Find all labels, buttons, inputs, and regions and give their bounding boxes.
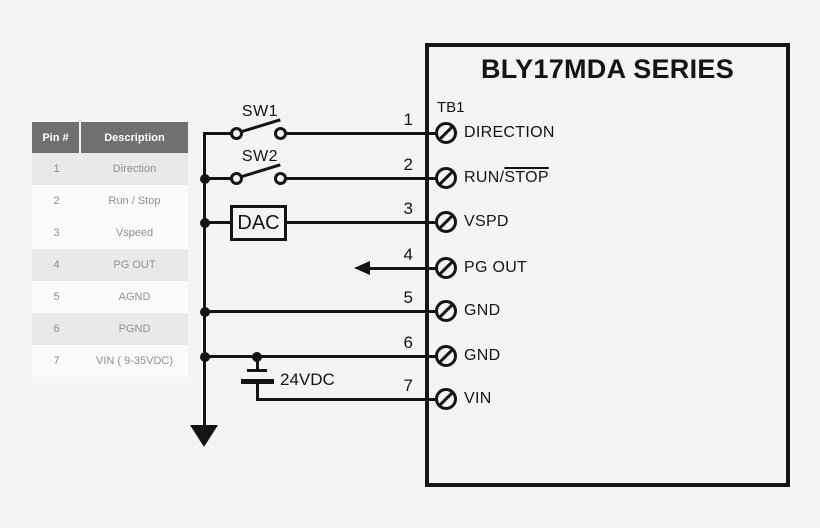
pin-table-header-pin: Pin # bbox=[32, 122, 79, 153]
terminal-screw-icon bbox=[435, 388, 457, 410]
pin-table-header: Pin # Description bbox=[32, 122, 188, 153]
sw1-right-contact-icon bbox=[274, 127, 287, 140]
wire-sw1-to-pin1 bbox=[286, 132, 437, 135]
table-cell-pin: 5 bbox=[53, 291, 60, 303]
table-row: 6 PGND bbox=[32, 313, 188, 345]
pin-number: 6 bbox=[403, 333, 413, 352]
battery-top-lead bbox=[256, 357, 259, 371]
table-row: 2 Run / Stop bbox=[32, 185, 188, 217]
terminal-label-text: VSPD bbox=[464, 213, 509, 230]
table-cell-desc: Vspeed bbox=[115, 227, 154, 239]
pin-number: 7 bbox=[403, 376, 413, 395]
terminal-screw-icon bbox=[435, 257, 457, 279]
junction-dot bbox=[200, 218, 210, 228]
terminal-screw-icon bbox=[435, 211, 457, 233]
table-row: 1 Direction bbox=[32, 153, 188, 185]
bus-wire bbox=[203, 132, 206, 428]
terminal-screw-icon bbox=[435, 300, 457, 322]
terminal-row: PG OUT bbox=[435, 257, 527, 279]
pin-number: 1 bbox=[403, 110, 413, 129]
table-cell-desc: Direction bbox=[112, 163, 157, 175]
terminal-row: VSPD bbox=[435, 211, 509, 233]
battery-icon bbox=[247, 369, 267, 372]
terminal-label: VIN bbox=[464, 390, 492, 408]
controller-box: BLY17MDA SERIES TB1 DIRECTION RUN/STOP V… bbox=[425, 43, 790, 487]
junction-dot bbox=[200, 307, 210, 317]
terminal-screw-icon bbox=[435, 167, 457, 189]
output-arrow-icon bbox=[354, 261, 370, 275]
pin-number: 4 bbox=[403, 245, 413, 264]
terminal-row: DIRECTION bbox=[435, 122, 555, 144]
table-row: 3 Vspeed bbox=[32, 217, 188, 249]
wire-sw2-to-pin2 bbox=[286, 177, 437, 180]
table-row: 7 VIN ( 9-35VDC) bbox=[32, 345, 188, 377]
wire-bus-to-sw1 bbox=[203, 132, 232, 135]
table-cell-desc: AGND bbox=[118, 291, 151, 303]
terminal-label-text: RUN/ bbox=[464, 169, 505, 186]
wire-bus-to-sw2 bbox=[203, 177, 232, 180]
terminal-label: PG OUT bbox=[464, 259, 527, 277]
device-title: BLY17MDA SERIES bbox=[480, 54, 735, 84]
terminal-row: RUN/STOP bbox=[435, 167, 549, 189]
pin-table-header-description: Description bbox=[81, 122, 188, 153]
wire-dac-to-pin3 bbox=[286, 221, 437, 224]
terminal-screw-icon bbox=[435, 345, 457, 367]
terminal-screw-icon bbox=[435, 122, 457, 144]
table-row: 5 AGND bbox=[32, 281, 188, 313]
battery-bottom-lead bbox=[256, 384, 259, 401]
junction-dot bbox=[200, 352, 210, 362]
pin-description-table: Pin # Description 1 Direction 2 Run / St… bbox=[32, 122, 188, 377]
junction-dot bbox=[200, 174, 210, 184]
terminal-label-text: GND bbox=[464, 302, 501, 319]
sw2-label: SW2 bbox=[241, 148, 279, 165]
terminal-label: VSPD bbox=[464, 213, 509, 231]
table-cell-desc: PG OUT bbox=[113, 259, 156, 271]
pin-number: 5 bbox=[403, 288, 413, 307]
sw2-right-contact-icon bbox=[274, 172, 287, 185]
sw1-label: SW1 bbox=[241, 103, 279, 120]
table-cell-pin: 2 bbox=[53, 195, 60, 207]
sw1-left-contact-icon bbox=[230, 127, 243, 140]
table-cell-pin: 1 bbox=[53, 163, 60, 175]
terminal-label: GND bbox=[464, 302, 500, 320]
terminal-label-text: GND bbox=[464, 347, 501, 364]
dac-block: DAC bbox=[230, 205, 287, 241]
terminal-row: GND bbox=[435, 300, 500, 322]
wire-bus-to-pin5 bbox=[203, 310, 437, 313]
terminal-label: DIRECTION bbox=[464, 124, 555, 142]
terminal-row: GND bbox=[435, 345, 500, 367]
wire-battery-to-pin7 bbox=[256, 398, 437, 401]
table-cell-desc: PGND bbox=[118, 323, 151, 335]
terminal-label-text: PG OUT bbox=[464, 259, 528, 276]
terminal-block-label: TB1 bbox=[437, 99, 465, 116]
battery-voltage-label: 24VDC bbox=[280, 370, 335, 389]
terminal-label-overline: STOP bbox=[504, 169, 549, 186]
table-cell-pin: 4 bbox=[53, 259, 60, 271]
table-cell-desc: Run / Stop bbox=[108, 195, 161, 207]
terminal-label-text: DIRECTION bbox=[464, 124, 555, 141]
wire-bus-to-pin6 bbox=[203, 355, 437, 358]
terminal-label-text: VIN bbox=[464, 390, 492, 407]
pin-number: 2 bbox=[403, 155, 413, 174]
table-cell-pin: 7 bbox=[53, 355, 60, 367]
sw2-left-contact-icon bbox=[230, 172, 243, 185]
table-cell-pin: 3 bbox=[53, 227, 60, 239]
table-row: 4 PG OUT bbox=[32, 249, 188, 281]
wire-pin4-output bbox=[368, 267, 437, 270]
table-cell-desc: VIN ( 9-35VDC) bbox=[95, 355, 174, 367]
terminal-row: VIN bbox=[435, 388, 492, 410]
pin-number: 3 bbox=[403, 199, 413, 218]
terminal-label: RUN/STOP bbox=[464, 169, 549, 187]
battery-icon bbox=[241, 379, 274, 384]
wire-bus-to-dac bbox=[203, 221, 231, 224]
terminal-label: GND bbox=[464, 347, 500, 365]
table-cell-pin: 6 bbox=[53, 323, 60, 335]
ground-arrow-icon bbox=[190, 425, 218, 447]
